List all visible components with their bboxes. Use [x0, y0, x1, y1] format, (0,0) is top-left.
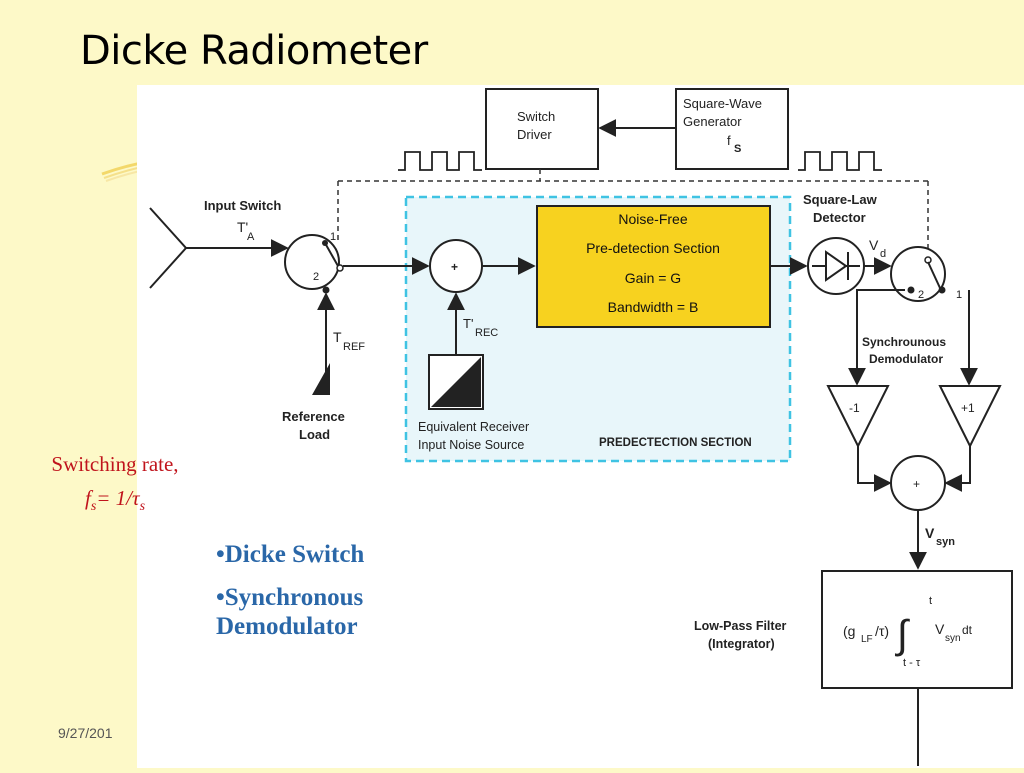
svg-text:Reference: Reference [282, 409, 345, 424]
svg-text:LF: LF [861, 634, 873, 645]
switching-rate-formula: fs= 1/τs [84, 486, 146, 515]
svg-text:1: 1 [330, 231, 336, 243]
svg-text:(g: (g [843, 623, 855, 639]
integral-expression: (g LF /τ) ∫ t t - τ V syn dt [843, 595, 973, 669]
bullet-list: •Dicke Switch •Synchronous Demodulator [216, 540, 436, 655]
svg-text:S: S [734, 143, 741, 155]
slide-title: Dicke Radiometer [80, 28, 428, 74]
amplifier-pos-icon [938, 385, 1002, 449]
svg-text:2: 2 [313, 271, 319, 283]
svg-text:/τ): /τ) [875, 623, 889, 639]
dicke-radiometer-diagram: Switch Driver Square-Wave Generator f S … [149, 88, 1013, 766]
bullet-dicke-switch: •Dicke Switch [216, 541, 365, 568]
switching-rate-note: Switching rate, [51, 452, 179, 476]
low-pass-filter-box [821, 570, 1013, 689]
svg-text:syn: syn [945, 633, 961, 644]
reference-load-icon [312, 363, 330, 395]
detector-label-2: Detector [813, 210, 866, 225]
vsyn-label: V [925, 525, 935, 541]
vd-label: V [869, 237, 879, 253]
svg-text:Square-Wave: Square-Wave [683, 96, 762, 111]
svg-text:REF: REF [343, 341, 365, 353]
switch-driver-box: Switch Driver [485, 88, 599, 170]
fs-label: f [727, 133, 731, 148]
lpf-label-1: Low-Pass Filter [694, 619, 787, 633]
lpf-label-2: (Integrator) [708, 637, 775, 651]
svg-text:V: V [935, 621, 945, 637]
svg-text:t: t [929, 595, 932, 607]
diagram-panel: Switch Driver Square-Wave Generator f S … [137, 85, 1024, 768]
svg-text:Equivalent Receiver: Equivalent Receiver [418, 420, 529, 434]
svg-text:+: + [451, 260, 458, 274]
noise-source-icon [428, 354, 484, 410]
input-switch-label: Input Switch [204, 198, 281, 213]
demodulator-label-2: Demodulator [869, 352, 943, 366]
svg-text:Generator: Generator [683, 114, 742, 129]
svg-text:+: + [913, 477, 920, 491]
switch-driver-label-1: Switch [517, 109, 555, 124]
ta-label: T' [237, 219, 248, 235]
square-wave-left-icon [398, 151, 482, 171]
switch-driver-label-2: Driver [517, 127, 552, 142]
svg-text:REC: REC [475, 327, 498, 339]
predetection-section-label: PREDECTECTION SECTION [599, 437, 752, 449]
svg-text:syn: syn [936, 536, 955, 548]
svg-text:t - τ: t - τ [903, 657, 921, 669]
svg-text:A: A [247, 231, 255, 243]
switch-control-dashed-lines [337, 169, 929, 258]
input-switch-icon: 1 2 [284, 231, 344, 294]
svg-text:∫: ∫ [895, 613, 911, 657]
svg-text:Noise-Free: Noise-Free [618, 211, 687, 227]
svg-text:Input Noise Source: Input Noise Source [418, 438, 524, 452]
demodulator-switch-icon: 2 1 [890, 246, 962, 302]
svg-text:-1: -1 [849, 401, 860, 415]
square-law-detector-icon [807, 237, 865, 295]
svg-text:1: 1 [956, 289, 962, 301]
demodulator-label-1: Synchrounous [862, 335, 946, 349]
antenna-icon [149, 207, 188, 289]
svg-text:+1: +1 [961, 401, 975, 415]
detector-label-1: Square-Law [803, 192, 878, 207]
bullet-synchronous-demodulator: •Synchronous Demodulator [216, 584, 364, 640]
svg-text:Load: Load [299, 427, 330, 442]
svg-text:dt: dt [962, 623, 973, 637]
trec-label: T' [463, 316, 473, 331]
svg-text:Gain = G: Gain = G [625, 270, 681, 286]
svg-text:Bandwidth = B: Bandwidth = B [608, 299, 699, 315]
square-wave-generator-box: Square-Wave Generator f S [675, 88, 789, 170]
square-wave-right-icon [798, 151, 882, 171]
svg-text:Pre-detection Section: Pre-detection Section [586, 240, 720, 256]
amplifier-neg-icon [826, 385, 890, 449]
tref-label: T [333, 329, 342, 345]
svg-text:d: d [880, 248, 886, 260]
svg-text:2: 2 [918, 289, 924, 301]
slide-date: 9/27/201 [58, 725, 113, 741]
